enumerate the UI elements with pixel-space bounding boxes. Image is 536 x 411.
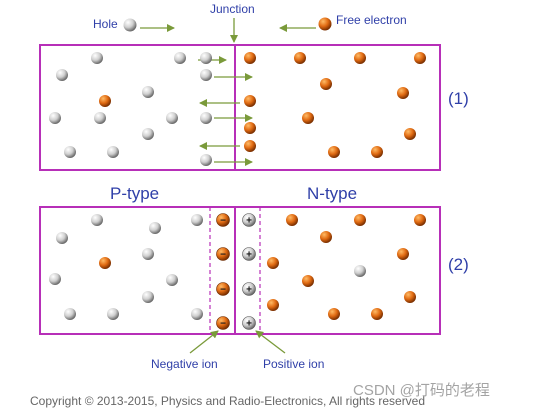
- free-electron-icon: [404, 128, 416, 140]
- free-electron-icon: [244, 140, 256, 152]
- hole-icon: [142, 291, 154, 303]
- hole-icon: [56, 232, 68, 244]
- hole-icon: [166, 112, 178, 124]
- free-electron-icon: [328, 308, 340, 320]
- hole-icon: [94, 112, 106, 124]
- svg-text:−: −: [220, 216, 226, 227]
- free-electron-icon: [244, 52, 256, 64]
- copyright-text: Copyright © 2013-2015, Physics and Radio…: [30, 394, 425, 408]
- hole-icon: [64, 308, 76, 320]
- hole-icon: [56, 69, 68, 81]
- hole-icon: [107, 146, 119, 158]
- n-type-label: N-type: [307, 184, 357, 203]
- negative-ion-icon: −: [216, 282, 230, 296]
- positive-ion-pointer: [255, 330, 286, 354]
- positive-ion-icon: +: [242, 282, 256, 296]
- free-electron-legend-icon: [318, 17, 332, 31]
- hole-legend-label: Hole: [93, 17, 118, 31]
- negative-ion-icon: −: [216, 316, 230, 330]
- free-electron-icon: [302, 112, 314, 124]
- hole-icon: [200, 52, 212, 64]
- free-electron-icon: [354, 214, 366, 226]
- hole-icon: [200, 112, 212, 124]
- diagram1-particles: [49, 52, 426, 166]
- negative-ion-icon: −: [216, 247, 230, 261]
- positive-ion-icon: +: [242, 247, 256, 261]
- hole-icon: [191, 308, 203, 320]
- hole-icon: [107, 308, 119, 320]
- free-electron-icon: [99, 95, 111, 107]
- free-electron-icon: [397, 248, 409, 260]
- positive-ion-icon: +: [242, 316, 256, 330]
- hole-icon: [142, 248, 154, 260]
- hole-legend-icon: [123, 18, 137, 32]
- free-electron-icon: [286, 214, 298, 226]
- free-electron-icon: [244, 95, 256, 107]
- free-electron-icon: [267, 257, 279, 269]
- free-electron-icon: [294, 52, 306, 64]
- hole-icon: [64, 146, 76, 158]
- diagram1-frame: [39, 44, 441, 171]
- free-electron-icon: [99, 257, 111, 269]
- hole-icon: [142, 86, 154, 98]
- free-electron-legend-label: Free electron: [336, 13, 407, 27]
- positive-ion-icon: +: [242, 213, 256, 227]
- junction-label: Junction: [210, 2, 255, 16]
- svg-text:−: −: [220, 319, 226, 330]
- diagram2-frame: [39, 206, 441, 335]
- negative-ion-label: Negative ion: [151, 357, 218, 371]
- hole-icon: [191, 214, 203, 226]
- svg-text:−: −: [220, 285, 226, 296]
- negative-ion-icon: −: [216, 213, 230, 227]
- hole-icon: [49, 112, 61, 124]
- depletion-ions: − + − + − + − +: [216, 213, 256, 330]
- diagram2-label: (2): [448, 255, 469, 274]
- watermark-text: CSDN @打码的老程: [353, 382, 490, 399]
- diagram2-particles: [49, 214, 426, 320]
- hole-icon: [166, 274, 178, 286]
- hole-icon: [174, 52, 186, 64]
- hole-icon: [200, 154, 212, 166]
- free-electron-icon: [414, 214, 426, 226]
- hole-icon: [91, 52, 103, 64]
- p-type-label: P-type: [110, 184, 159, 203]
- hole-icon: [354, 265, 366, 277]
- free-electron-icon: [328, 146, 340, 158]
- free-electron-icon: [404, 291, 416, 303]
- free-electron-icon: [354, 52, 366, 64]
- hole-icon: [49, 273, 61, 285]
- svg-text:+: +: [246, 285, 252, 296]
- free-electron-icon: [414, 52, 426, 64]
- hole-icon: [91, 214, 103, 226]
- svg-text:−: −: [220, 250, 226, 261]
- free-electron-icon: [320, 78, 332, 90]
- negative-ion-pointer: [189, 330, 219, 354]
- free-electron-icon: [267, 299, 279, 311]
- svg-text:+: +: [246, 216, 252, 227]
- positive-ion-label: Positive ion: [263, 357, 324, 371]
- free-electron-icon: [302, 275, 314, 287]
- diagram1-label: (1): [448, 89, 469, 108]
- hole-icon: [149, 222, 161, 234]
- hole-icon: [142, 128, 154, 140]
- svg-text:+: +: [246, 250, 252, 261]
- free-electron-icon: [371, 146, 383, 158]
- svg-text:+: +: [246, 319, 252, 330]
- free-electron-icon: [371, 308, 383, 320]
- hole-icon: [200, 69, 212, 81]
- free-electron-icon: [320, 231, 332, 243]
- free-electron-icon: [397, 87, 409, 99]
- free-electron-icon: [244, 122, 256, 134]
